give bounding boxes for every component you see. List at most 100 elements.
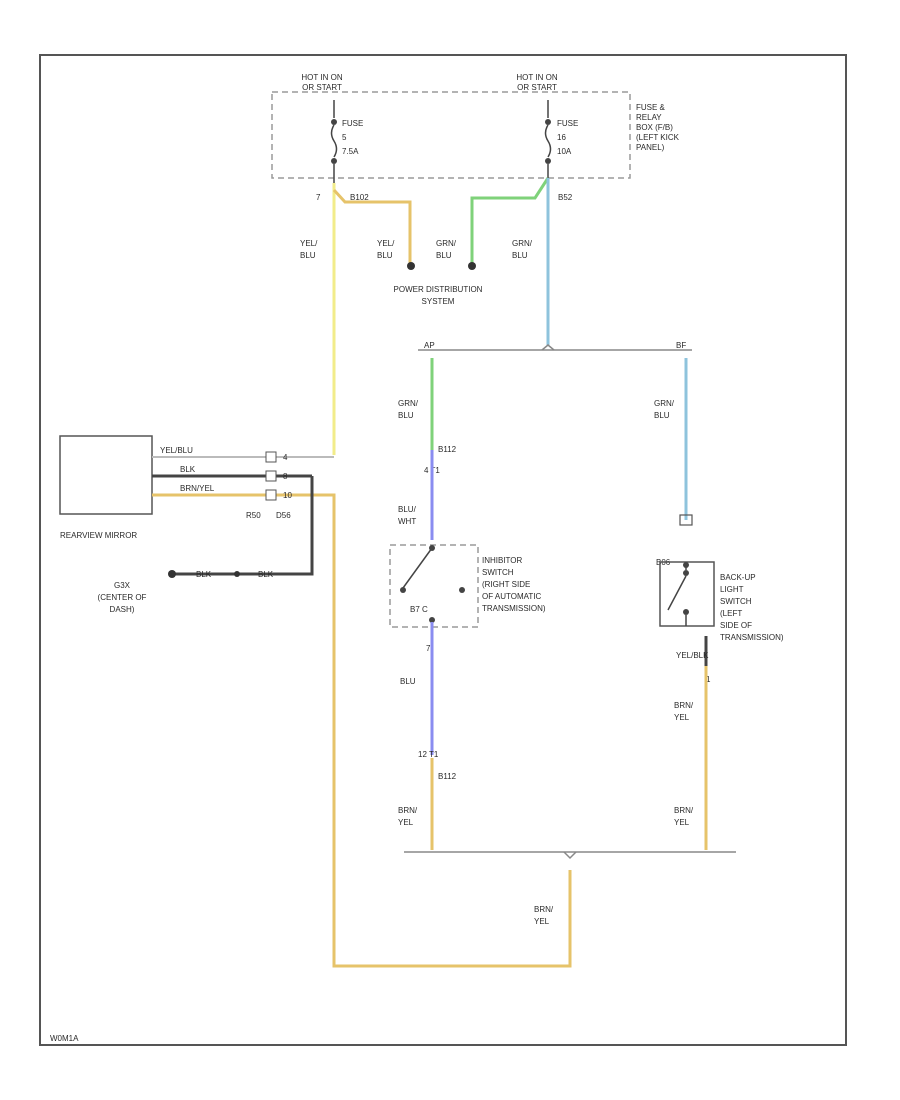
label-grn-right-2: BLU xyxy=(512,251,528,260)
label-grn-inh-1: GRN/ xyxy=(398,399,419,408)
backup-light-switch xyxy=(659,561,715,627)
backup-label-1: BACK-UP xyxy=(720,573,756,582)
ground-label-1: G3X xyxy=(114,581,131,590)
conn-b102: B102 xyxy=(350,193,369,202)
mirror-pin-10: 10 xyxy=(283,491,292,500)
inhibitor-switch xyxy=(389,544,479,628)
mirror-conn-yel xyxy=(265,451,277,463)
backup-pin-1: 1 xyxy=(706,675,711,684)
fuse5-number: 5 xyxy=(342,133,347,142)
label-mirror-blk: BLK xyxy=(180,465,196,474)
hot-label-right-1: HOT IN ON xyxy=(516,73,557,82)
fuse16-number: 16 xyxy=(557,133,566,142)
rearview-mirror xyxy=(59,435,153,515)
label-mirror-yel: YEL/BLU xyxy=(160,446,193,455)
inhibitor-contact-b7 xyxy=(400,587,406,593)
fuse-box-label-2: RELAY xyxy=(636,113,662,122)
fuse-16 xyxy=(544,100,552,178)
label-brn-bottom-1: BRN/ xyxy=(534,905,554,914)
label-grn-right-1: GRN/ xyxy=(512,239,533,248)
fuse-box-label-4: (LEFT KICK xyxy=(636,133,680,142)
label-brn-bk1-1: BRN/ xyxy=(674,701,694,710)
label-blu-wht-2: WHT xyxy=(398,517,416,526)
mirror-conn-d56: D56 xyxy=(276,511,291,520)
label-blu-wht-1: BLU/ xyxy=(398,505,417,514)
ground-label-2: (CENTER OF xyxy=(98,593,147,602)
label-grn-bk-2: BLU xyxy=(654,411,670,420)
power-dist-node-grn xyxy=(468,262,476,270)
label-blu-inh-bot: BLU xyxy=(400,677,416,686)
splice-bar-bottom-tap xyxy=(563,851,577,860)
hot-label-left-1: HOT IN ON xyxy=(301,73,342,82)
label-grn-pd-2: BLU xyxy=(436,251,452,260)
fuse-box-label-1: FUSE & xyxy=(636,103,666,112)
backup-label-6: TRANSMISSION) xyxy=(720,633,784,642)
backup-connector-top xyxy=(679,514,693,526)
mirror-conn-blk xyxy=(265,470,277,482)
power-dist-label-1: POWER DISTRIBUTION xyxy=(394,285,483,294)
inhibitor-contact-bottom xyxy=(429,617,435,623)
ground-label-3: DASH) xyxy=(110,605,135,614)
power-dist-label-2: SYSTEM xyxy=(422,297,455,306)
inh-pin-7: 7 xyxy=(426,644,431,653)
conn-b52: B52 xyxy=(558,193,573,202)
label-yel-pd-1: YEL/ xyxy=(377,239,395,248)
fuse-relay-box-outline xyxy=(271,91,631,179)
label-yel-left-2: BLU xyxy=(300,251,316,260)
inhibitor-pin-labels: B7 C xyxy=(410,605,428,614)
hot-label-left-2: OR START xyxy=(302,83,342,92)
backup-label-2: LIGHT xyxy=(720,585,744,594)
inhibitor-label-5: TRANSMISSION) xyxy=(482,604,546,613)
mirror-conn-r50: R50 xyxy=(246,511,261,520)
conn-t1-bot: 12 T1 xyxy=(418,750,439,759)
backup-blade xyxy=(667,575,687,611)
label-backup-top: YEL/BLK xyxy=(676,651,709,660)
backup-contact-pivot xyxy=(683,570,689,576)
conn-b112-top: B112 xyxy=(438,445,457,454)
diagram-code: W0M1A xyxy=(50,1034,79,1043)
diagram-frame xyxy=(39,54,847,1046)
conn-b112-bot: B112 xyxy=(438,772,457,781)
fuse-5 xyxy=(330,100,338,183)
mirror-conn-brn xyxy=(265,489,277,501)
label-grn-pd-1: GRN/ xyxy=(436,239,457,248)
inhibitor-blade xyxy=(402,547,433,589)
label-brn-bk2-2: YEL xyxy=(674,818,690,827)
inhibitor-label-2: SWITCH xyxy=(482,568,514,577)
backup-label-4: (LEFT xyxy=(720,609,742,618)
splice-bf: BF xyxy=(676,341,686,350)
inhibitor-label-4: OF AUTOMATIC xyxy=(482,592,541,601)
label-brn-inh-2: YEL xyxy=(398,818,414,827)
hot-label-right-2: OR START xyxy=(517,83,557,92)
label-brn-bk1-2: YEL xyxy=(674,713,690,722)
fuse5-rating: 7.5A xyxy=(342,147,359,156)
fuse5-label: FUSE xyxy=(342,119,363,128)
fuse-box-label-3: BOX (F/B) xyxy=(636,123,673,132)
splice-bar-top-tap xyxy=(541,344,555,351)
label-brn-inh-1: BRN/ xyxy=(398,806,418,815)
ground-g3x-node xyxy=(168,570,176,578)
backup-label-5: SIDE OF xyxy=(720,621,752,630)
pin-7: 7 xyxy=(316,193,321,202)
label-ground-blk2: BLK xyxy=(258,570,274,579)
backup-contact-bottom xyxy=(683,609,689,615)
label-grn-bk-1: GRN/ xyxy=(654,399,675,408)
wire-yel-blu-power-dist xyxy=(332,188,412,265)
inhibitor-label-1: INHIBITOR xyxy=(482,556,523,565)
wire-grn-blu-power-dist xyxy=(470,177,550,265)
label-yel-left-1: YEL/ xyxy=(300,239,318,248)
wire-ground xyxy=(172,476,314,576)
fuse-box-label-5: PANEL) xyxy=(636,143,665,152)
mirror-label: REARVIEW MIRROR xyxy=(60,531,137,540)
mirror-pin-8: 8 xyxy=(283,472,288,481)
label-ground-blk: BLK xyxy=(196,570,212,579)
label-yel-pd-2: BLU xyxy=(377,251,393,260)
mirror-pin-4: 4 xyxy=(283,453,288,462)
ground-splice-node xyxy=(234,571,240,577)
label-brn-bk2-1: BRN/ xyxy=(674,806,694,815)
label-mirror-brn: BRN/YEL xyxy=(180,484,215,493)
label-grn-inh-2: BLU xyxy=(398,411,414,420)
label-brn-bottom-2: YEL xyxy=(534,917,550,926)
power-dist-node-yel xyxy=(407,262,415,270)
